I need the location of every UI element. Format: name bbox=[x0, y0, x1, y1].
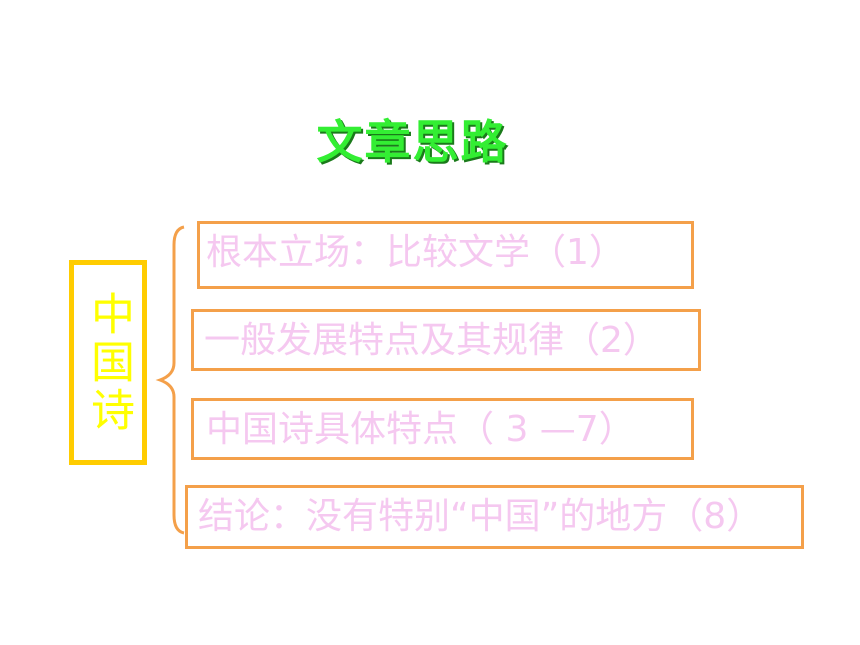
outline-item: 一般发展特点及其规律（2） bbox=[191, 309, 701, 371]
topic-label: 中国诗 bbox=[83, 290, 134, 435]
outline-item: 结论：没有特别“中国”的地方（8） bbox=[185, 485, 804, 549]
topic-box: 中国诗 bbox=[69, 260, 147, 465]
outline-item: 中国诗具体特点（ 3 —7） bbox=[191, 398, 694, 460]
diagram-title: 文章思路 bbox=[316, 115, 509, 169]
brace-connector bbox=[155, 225, 185, 535]
outline-item: 根本立场：比较文学（1） bbox=[197, 221, 694, 289]
